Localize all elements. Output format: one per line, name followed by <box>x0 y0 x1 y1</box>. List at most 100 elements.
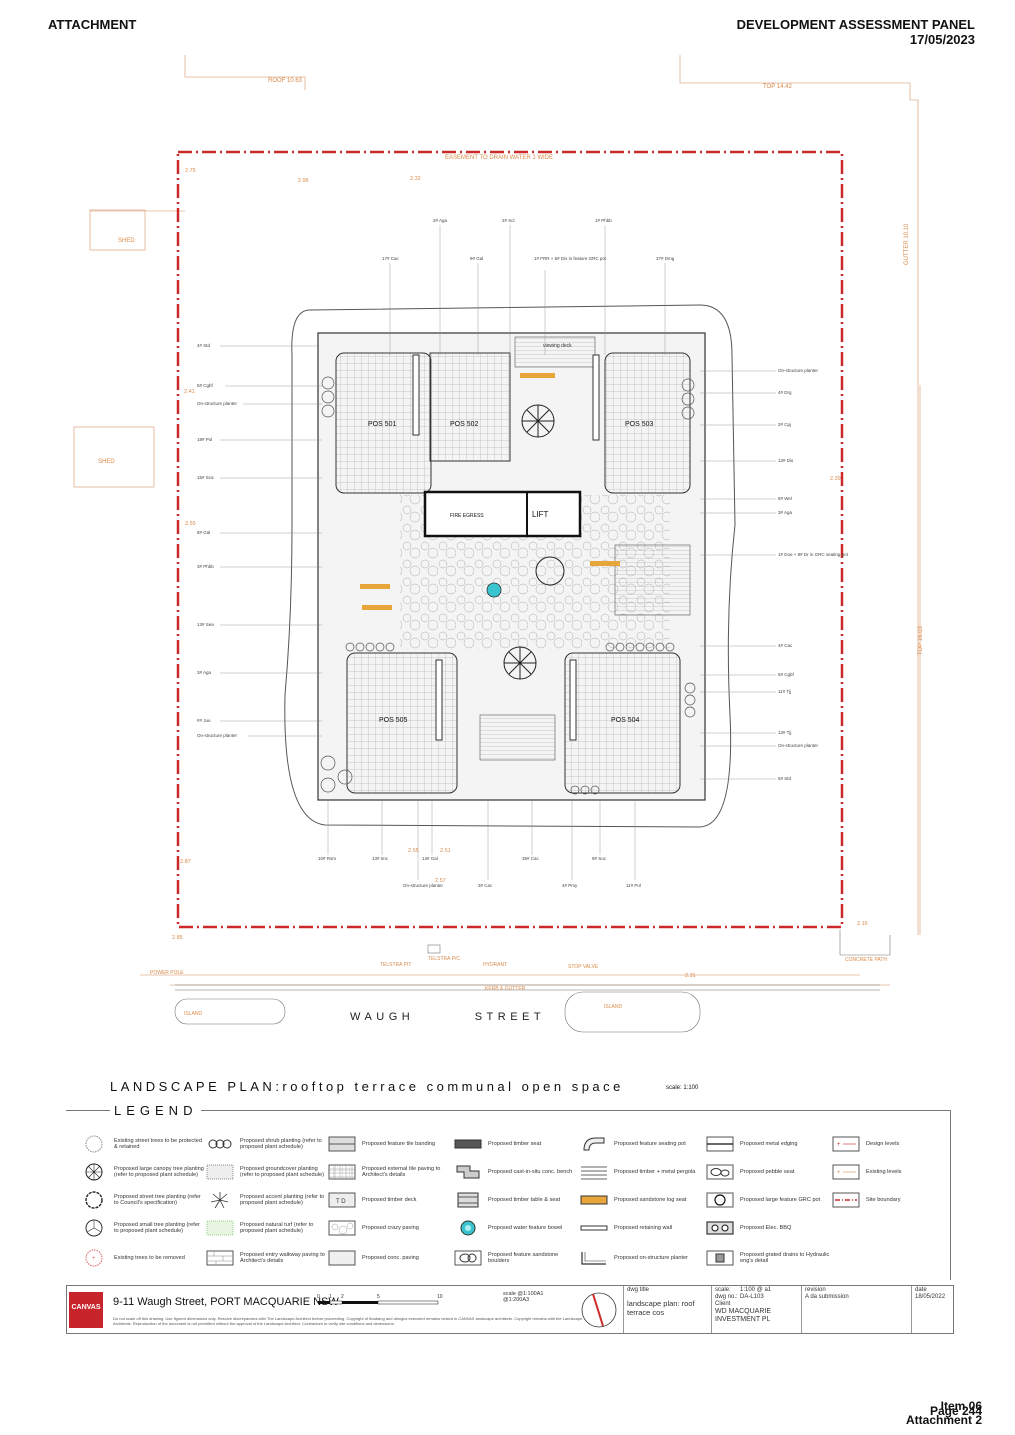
svg-text:2.57: 2.57 <box>435 878 446 884</box>
canvas-logo: CANVAS <box>69 1292 103 1328</box>
svg-text:15# Sca: 15# Sca <box>197 475 214 480</box>
svg-text:17# Cac: 17# Cac <box>382 256 400 261</box>
sandstone-log-seat-symbol <box>580 1195 608 1205</box>
svg-text:3# Aga: 3# Aga <box>197 670 212 675</box>
svg-text:POWER POLE: POWER POLE <box>150 970 184 976</box>
svg-text:1# Doe + 9# Dr in GRC seating: 1# Doe + 9# Dr in GRC seating pot <box>778 552 849 557</box>
accent-planting-symbol <box>210 1192 229 1209</box>
svg-text:2.75: 2.75 <box>185 168 196 174</box>
scale-bar: 0 1 2 5 10 <box>317 1294 443 1305</box>
pergola-symbol <box>581 1166 607 1180</box>
legend-label: Proposed shrub planting (refer to propos… <box>240 1137 322 1150</box>
external-tile-symbol <box>328 1164 356 1180</box>
svg-text:+: + <box>837 1142 841 1148</box>
attachment-heading: ATTACHMENT <box>48 17 137 32</box>
svg-text:10: 10 <box>437 1294 443 1300</box>
legend-label: Proposed water feature bowel <box>488 1224 563 1231</box>
dwg-title-cell: dwg title landscape plan: roof terrace c… <box>623 1286 712 1333</box>
trees <box>503 404 565 680</box>
legend-label: Proposed feature tile banding <box>362 1140 436 1147</box>
legend-item: Site boundary <box>832 1188 942 1212</box>
legend-item: Proposed Elec. BBQ <box>706 1216 830 1240</box>
street-name: WAUGH STREET <box>350 1011 545 1023</box>
legend-label: Proposed sandstone log seat <box>614 1196 687 1203</box>
boulder-symbol <box>454 1250 482 1266</box>
legend-label: Proposed street tree planting (refer to … <box>114 1193 201 1206</box>
shed-label-top: SHED <box>118 238 135 244</box>
street-frontage <box>174 930 891 1033</box>
legend-item: Proposed on-structure planter <box>580 1246 704 1270</box>
svg-text:On-structure planter: On-structure planter <box>778 368 819 373</box>
scale-note: scale @1:100A1 @1:200A3 <box>503 1291 544 1303</box>
svg-text:ISLAND: ISLAND <box>184 1011 202 1017</box>
panel-heading: DEVELOPMENT ASSESSMENT PANEL 17/05/2023 <box>737 17 975 47</box>
svg-text:8# Wel: 8# Wel <box>778 496 792 501</box>
legend-item: Proposed timber + metal pergola <box>580 1160 704 1184</box>
existing-tree-symbol <box>85 1135 103 1153</box>
pos-505-area <box>346 652 458 794</box>
legend-item: Proposed large feature GRC pot <box>706 1188 830 1212</box>
legend-item: Proposed timber table & seat <box>454 1188 578 1212</box>
roof-level: ROOF 10.63 <box>268 78 303 84</box>
svg-text:18# Pol: 18# Pol <box>197 437 212 442</box>
svg-text:8# Gal: 8# Gal <box>197 530 210 535</box>
svg-text:4# Drg: 4# Drg <box>778 390 792 395</box>
legend-label: Proposed natural turf (refer to proposed… <box>240 1221 314 1234</box>
legend-label: Proposed external tile paving to Archite… <box>362 1165 441 1178</box>
svg-text:35# Cac: 35# Cac <box>522 856 540 861</box>
svg-text:On-structure planter: On-structure planter <box>197 401 238 406</box>
bbq-symbol <box>706 1221 734 1235</box>
legend-label: Proposed feature sandstone boulders <box>488 1251 559 1264</box>
pos-504-label: POS 504 <box>611 717 640 724</box>
legend-item: Proposed external tile paving to Archite… <box>328 1160 452 1184</box>
client-name: WD MACQUARIE INVESTMENT PL <box>715 1308 771 1323</box>
svg-text:2.96: 2.96 <box>298 178 309 184</box>
svg-text:KERB & GUTTER: KERB & GUTTER <box>485 986 526 992</box>
pos-501-label: POS 501 <box>368 421 397 428</box>
legend-item: + Design levels <box>832 1132 942 1156</box>
scale-cell: scale: 1:100 @ a1 dwg no.: DA-L103 Clien… <box>711 1286 802 1333</box>
street-labels: POWER POLE TELSTRA PIT TELSTRA P/C HYDRA… <box>150 956 887 1017</box>
legend-item: Proposed timber seat <box>454 1132 578 1156</box>
top-labels: 17# Cac 2# Aga 9# Gal 2# Scl 1# FRR + 5#… <box>382 218 675 261</box>
svg-text:3# Cac: 3# Cac <box>478 883 493 888</box>
legend-item: Proposed groundcover planting (refer to … <box>206 1160 330 1184</box>
left-leaders <box>220 345 322 737</box>
lift-label: LIFT <box>532 510 549 519</box>
svg-text:2.55: 2.55 <box>408 848 419 854</box>
legend-label: Proposed timber table & seat <box>488 1196 561 1203</box>
legend-item: Proposed natural turf (refer to proposed… <box>206 1216 330 1240</box>
gutter-level: GUTTER 10.10 <box>904 223 910 265</box>
plan-title-row: LANDSCAPE PLAN:rooftop terrace communal … <box>110 1078 910 1098</box>
svg-text:1: 1 <box>329 1294 332 1300</box>
svg-text:13# Imc: 13# Imc <box>372 856 389 861</box>
on-structure-planter-symbol <box>581 1252 606 1265</box>
right-labels: On-structure planter 4# Drg 2# Cpj 13# D… <box>778 368 849 781</box>
scale-value: 1:100 @ a1 <box>740 1287 772 1293</box>
date-cell: date 18/05/2022 <box>911 1286 954 1333</box>
svg-text:2# Scl: 2# Scl <box>502 218 515 223</box>
svg-text:1# Phbb: 1# Phbb <box>595 218 612 223</box>
svg-text:5# Cgbf: 5# Cgbf <box>197 383 214 388</box>
landscape-plan-drawing: ROOF 10.63 TOP 14.42 GUTTER 10.10 TOP 16… <box>73 55 924 1033</box>
entry-walkway-symbol <box>206 1250 234 1266</box>
timber-seat-symbol <box>454 1139 482 1149</box>
title-block: CANVAS 9-11 Waugh Street, PORT MACQUARIE… <box>66 1285 954 1334</box>
legend-item: Proposed cast-in-situ conc. bench <box>454 1160 578 1184</box>
conc-bench-symbol <box>456 1165 480 1179</box>
roof-outline <box>284 304 736 828</box>
svg-text:On-structure planter: On-structure planter <box>778 743 819 748</box>
svg-text:2.51: 2.51 <box>440 848 451 854</box>
svg-text:4# Pmy: 4# Pmy <box>562 883 578 888</box>
svg-text:5: 5 <box>377 1294 380 1300</box>
bottom-labels: 10# Rsm 13# Imc 13# Gal On-structure pla… <box>318 856 641 888</box>
svg-text:0: 0 <box>317 1294 320 1300</box>
legend-rule <box>66 1110 950 1111</box>
legend-label: Site boundary <box>866 1196 901 1203</box>
grc-pot-symbol <box>706 1192 734 1208</box>
svg-text:T D: T D <box>336 1199 346 1205</box>
legend-label: Proposed conc. paving <box>362 1254 419 1261</box>
legend-title: LEGEND <box>110 1103 202 1118</box>
timber-deck-symbol: T D <box>328 1192 356 1208</box>
legend-label: Proposed feature seating pot <box>614 1140 686 1147</box>
